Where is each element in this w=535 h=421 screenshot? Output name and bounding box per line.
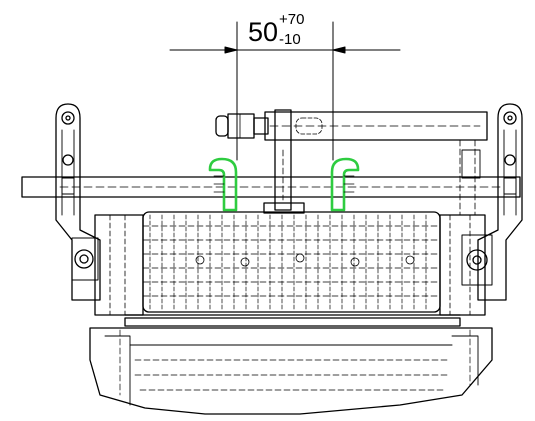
center-post: [215, 109, 323, 214]
upper-tolerance: +70: [279, 11, 305, 28]
lower-tolerance: -10: [279, 31, 301, 48]
dimension-tolerance: +70-10: [278, 12, 312, 52]
dimension-lines: [169, 21, 401, 161]
left-arm: [55, 103, 101, 301]
frame-bar: [21, 176, 521, 198]
upper-rail: [264, 111, 488, 216]
right-hook: [330, 157, 360, 212]
left-hook: [208, 157, 238, 212]
bottom-plate: [89, 314, 493, 415]
dimension-nominal: 50: [248, 17, 279, 47]
right-arm: [477, 103, 523, 301]
roller-drum: [142, 211, 441, 313]
dimension-label: 50+70-10: [248, 12, 312, 52]
